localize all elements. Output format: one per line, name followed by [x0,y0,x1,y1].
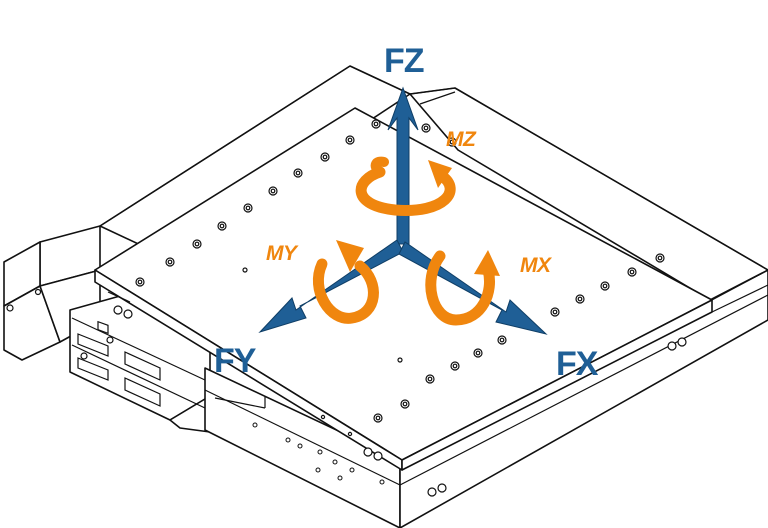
fz-label: FZ [384,42,424,80]
my-arrow [312,258,379,324]
my-label: MY [266,242,299,265]
fz-arrow [387,86,419,245]
fy-label: FY [214,342,257,380]
moment-arrows [312,156,500,326]
side-connectors [80,305,687,497]
plate-detail-lines [71,65,768,486]
fx-label: FX [556,345,599,383]
mz-label: MZ [446,128,477,151]
mx-label: MX [520,254,553,277]
housing-screws [6,288,42,312]
side-face-holes [252,422,385,485]
mz-arrow [355,166,456,216]
fy-arrow [258,239,404,334]
dsub-connector-icon [77,320,161,407]
mounting-holes [135,119,665,437]
mz-arrowhead [428,160,452,188]
mx-arrow [425,250,495,326]
my-arrowhead [336,240,364,272]
mx-arrowhead [474,250,500,276]
